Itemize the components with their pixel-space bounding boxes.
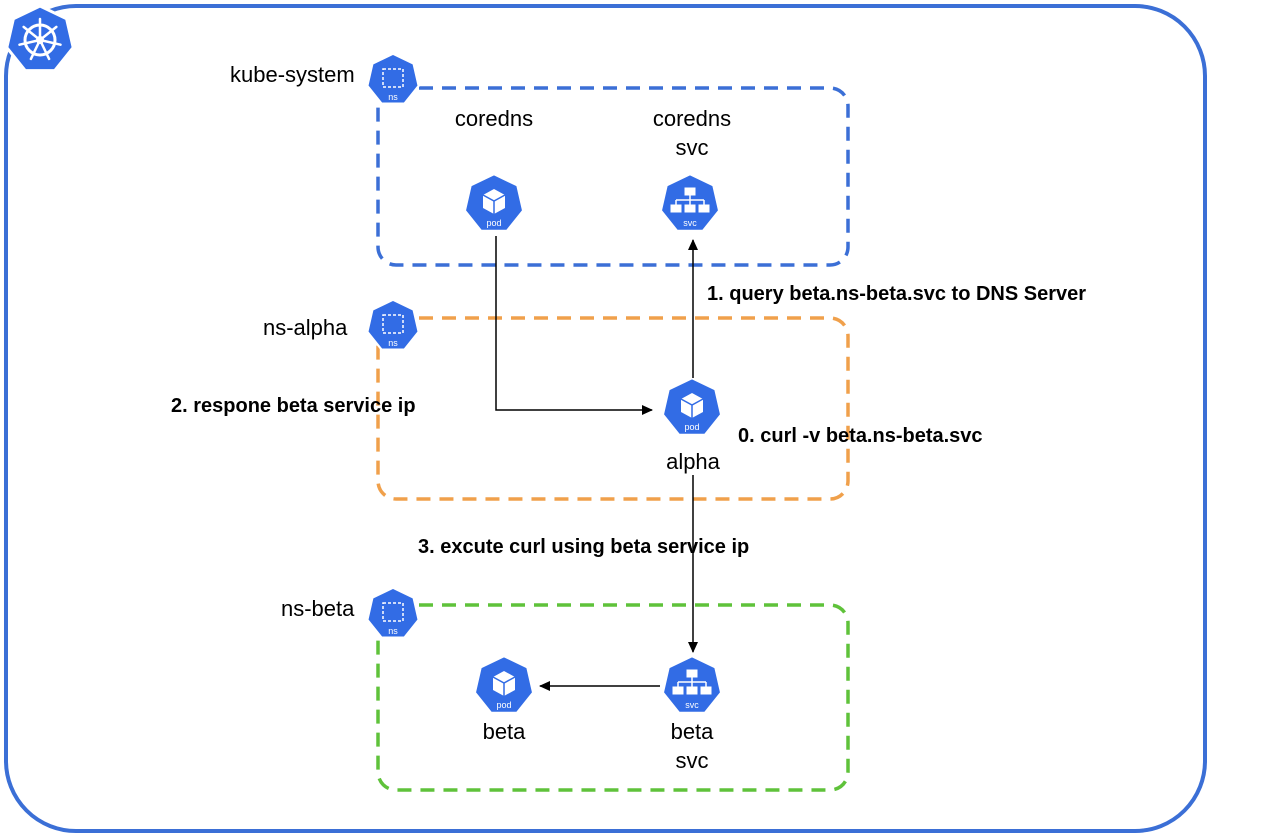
coredns-pod-icon[interactable]: pod — [463, 172, 525, 233]
svg-text:pod: pod — [486, 218, 501, 228]
svg-text:ns: ns — [388, 338, 398, 348]
cluster-boundary — [4, 4, 1207, 833]
svg-text:ns: ns — [388, 92, 398, 102]
kube-system-label: kube-system — [230, 62, 355, 87]
beta-svc-label-line2: svc — [675, 748, 709, 773]
beta-pod-label: beta — [482, 719, 526, 744]
coredns-pod-label: coredns — [454, 106, 534, 131]
ns-alpha-namespace-box — [376, 316, 850, 501]
beta-svc-icon[interactable]: svc — [661, 654, 723, 715]
svg-text:ns: ns — [388, 626, 398, 636]
kube-system-ns-icon: ns — [366, 52, 420, 105]
ns-alpha-ns-icon: ns — [366, 298, 420, 351]
coredns-svc-label-line1: coredns — [652, 106, 732, 131]
alpha-pod-label: alpha — [666, 449, 720, 474]
svg-text:svc: svc — [683, 218, 697, 228]
svg-text:pod: pod — [496, 700, 511, 710]
step-0-label: 0. curl -v beta.ns-beta.svc — [738, 425, 983, 447]
ns-beta-namespace-box — [376, 603, 850, 792]
ns-alpha-label: ns-alpha — [263, 315, 348, 340]
step-2-label: 2. respone beta service ip — [171, 395, 416, 417]
step-1-label: 1. query beta.ns-beta.svc to DNS Server — [707, 283, 1087, 305]
alpha-pod-icon[interactable]: pod — [661, 376, 723, 437]
coredns-svc-icon[interactable]: svc — [659, 172, 721, 233]
svg-text:svc: svc — [685, 700, 699, 710]
coredns-svc-label-line2: svc — [675, 135, 709, 160]
kubernetes-helm-icon — [5, 4, 75, 73]
arrow-dns-response — [495, 236, 653, 415]
kube-system-namespace-box — [376, 86, 850, 267]
step-3-label: 3. excute curl using beta service ip — [418, 536, 750, 558]
beta-svc-label-line1: beta — [670, 719, 714, 744]
beta-pod-icon[interactable]: pod — [473, 654, 535, 715]
ns-beta-ns-icon: ns — [366, 586, 420, 639]
svg-text:pod: pod — [684, 422, 699, 432]
ns-beta-label: ns-beta — [281, 596, 355, 621]
